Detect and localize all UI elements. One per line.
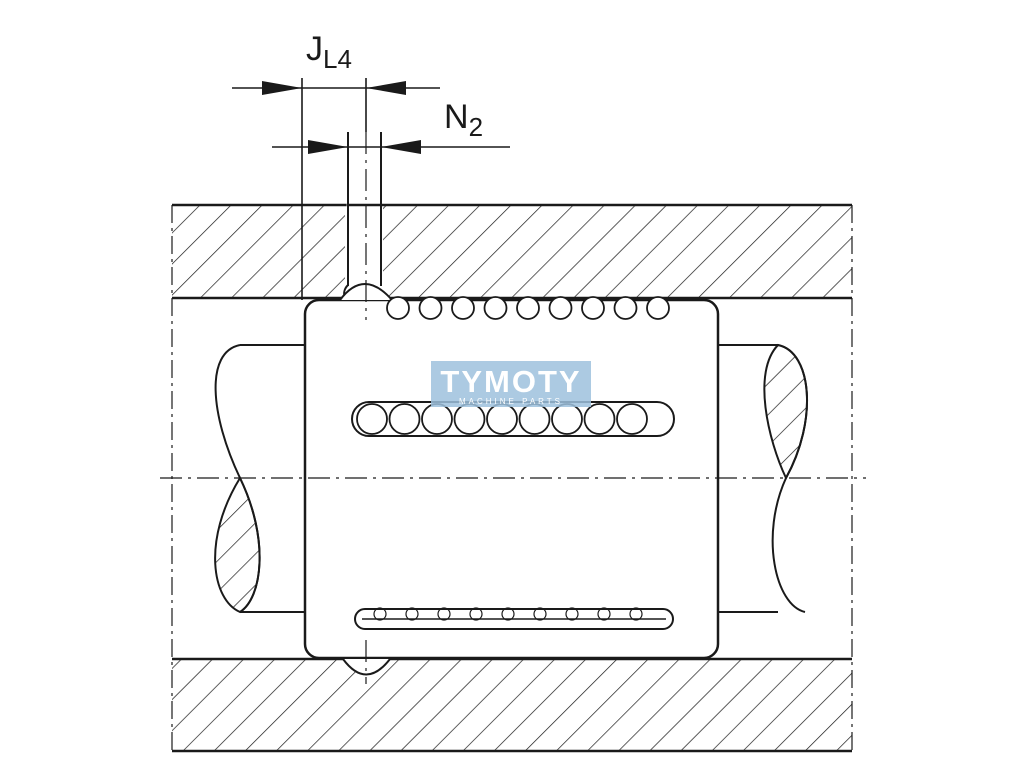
bearing-ball — [565, 607, 579, 621]
n2-main: N — [444, 98, 469, 136]
bottom-housing — [172, 657, 852, 753]
watermark: TYMOTY MACHINE PARTS — [431, 361, 591, 407]
bearing-ball — [469, 607, 483, 621]
bearing-ball — [405, 607, 419, 621]
dimension-label-jl4: JL4 — [306, 30, 352, 74]
bearing-ball — [616, 403, 648, 435]
bearing-ball — [356, 403, 388, 435]
bottom-pin-head — [342, 658, 391, 676]
bearing-ball — [373, 607, 387, 621]
shaft-section-left — [214, 475, 261, 614]
watermark-title: TYMOTY — [440, 364, 581, 399]
bearing-ball — [483, 296, 508, 320]
bearing-ball — [518, 403, 551, 435]
bearing-ball — [386, 296, 410, 320]
bearing-ball — [597, 607, 611, 621]
top-housing — [172, 200, 852, 300]
dimension-jl4 — [232, 78, 440, 300]
bearing-ball — [629, 607, 643, 621]
dimension-label-n2: N2 — [444, 98, 483, 142]
bearing-ball — [453, 403, 486, 435]
bottom-ball-track — [354, 607, 674, 630]
bearing-ball — [501, 607, 515, 621]
bearing-ball — [613, 296, 638, 320]
middle-ball-track — [351, 401, 675, 437]
locking-pin — [339, 132, 393, 301]
dimension-n2 — [272, 140, 510, 154]
center-lines — [160, 132, 866, 684]
jl4-main: J — [306, 30, 323, 68]
bearing-ball — [388, 403, 421, 435]
watermark-subtitle: MACHINE PARTS — [459, 397, 563, 406]
bearing-ball — [548, 296, 573, 320]
bearing-ball — [418, 296, 443, 320]
shaft-section-right — [763, 343, 808, 481]
bearing-ball — [533, 607, 547, 621]
bearing-ball — [516, 296, 540, 320]
bearing-ball — [421, 403, 453, 435]
top-ball-row — [386, 296, 670, 320]
bearing-body — [303, 298, 720, 660]
jl4-subscript: L4 — [323, 44, 352, 74]
bearing-ball — [437, 607, 451, 621]
bearing-ball — [583, 403, 616, 435]
bearing-ball — [551, 403, 583, 435]
bearing-ball — [646, 296, 670, 320]
bearing-ball — [581, 296, 605, 320]
bearing-ball — [486, 403, 518, 435]
bearing-ball — [451, 296, 475, 320]
n2-subscript: 2 — [469, 112, 483, 142]
